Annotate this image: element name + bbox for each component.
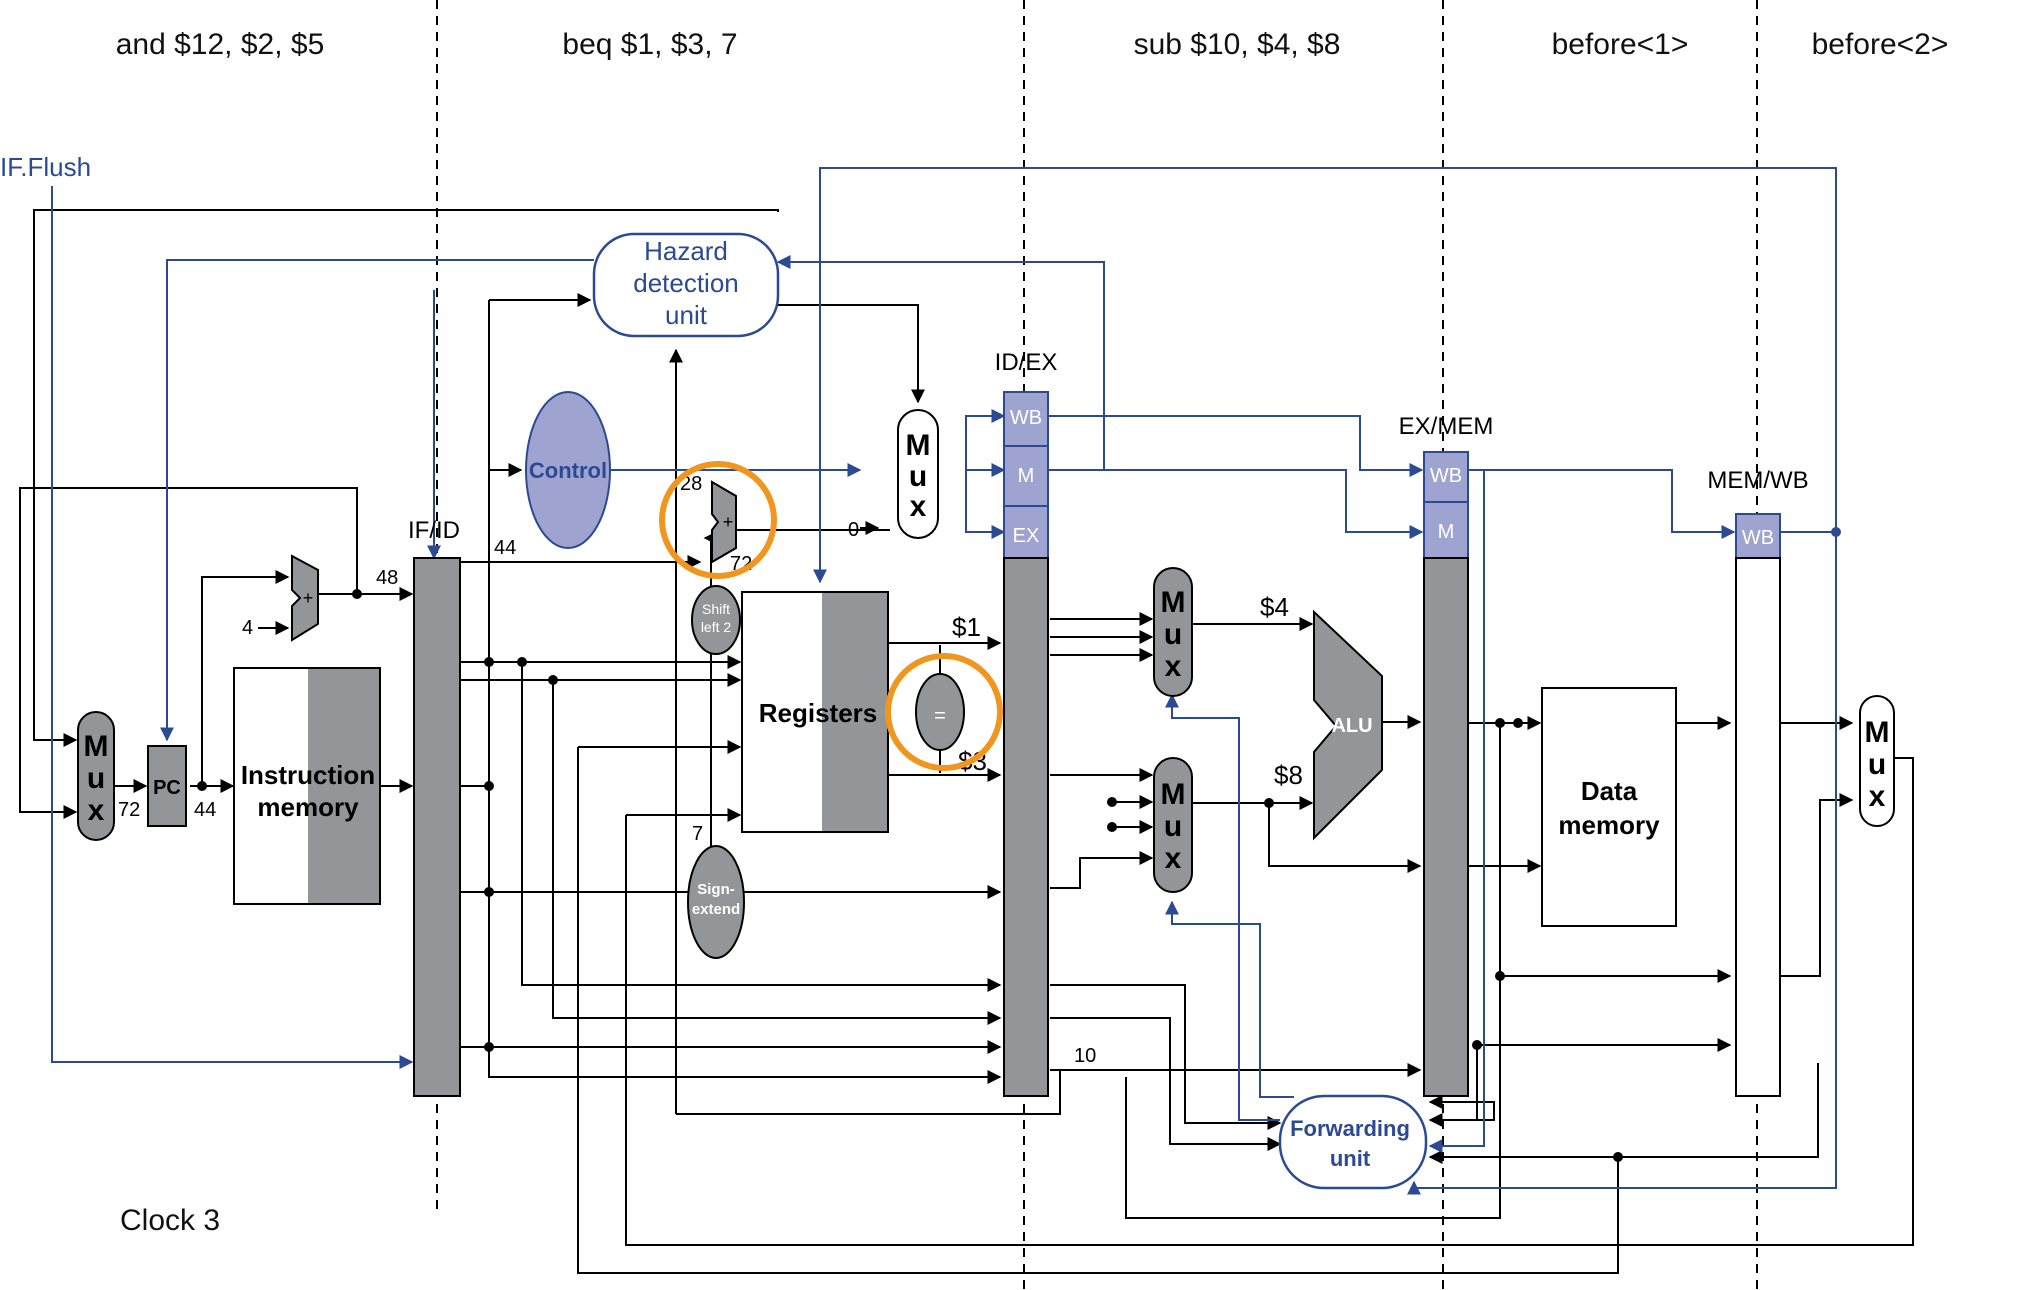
dest-reg-value: 10 [1074,1045,1096,1067]
forwarding-unit: Forwarding unit [1278,1094,1428,1190]
svg-text:EX/MEM: EX/MEM [1399,413,1494,440]
hazard-detection-unit: Hazard detection unit [592,232,780,338]
ifid-register: IF/ID [408,517,461,1097]
svg-text:WB: WB [1430,465,1462,487]
alu-mux-upper: M u x [1153,567,1193,697]
svg-text:EX: EX [1013,525,1040,547]
memwb-register: WB MEM/WB [1707,467,1809,1097]
control-mux: M u x [897,409,939,539]
datapath-wires [19,209,1914,1274]
alu-mux-lower: M u x [1153,757,1193,893]
immediate-value: 7 [692,823,703,845]
alu-input-2: $8 [1274,760,1303,790]
svg-text:detection: detection [633,268,739,298]
svg-text:u: u [1868,748,1886,781]
svg-text:+: + [303,588,314,608]
svg-text:unit: unit [665,300,708,330]
control-unit: Control [525,391,611,549]
svg-text:+: + [723,512,734,532]
stage-label-if: and $12, $2, $5 [116,28,325,61]
shift-left-2: Shift left 2 [691,585,741,655]
if-flush-label: IF.Flush [0,152,91,182]
pc-mux: M u x [77,711,115,841]
svg-text:M: M [1438,521,1455,543]
constant-four: 4 [242,617,253,639]
svg-text:=: = [934,705,946,727]
svg-text:WB: WB [1010,407,1042,429]
clock-label: Clock 3 [120,1204,220,1237]
svg-text:IF/ID: IF/ID [408,517,460,544]
svg-text:Instruction: Instruction [241,760,375,790]
svg-text:M: M [1161,778,1186,811]
svg-text:x: x [1165,842,1182,875]
svg-text:x: x [1869,780,1886,813]
data-memory: Data memory [1541,687,1677,927]
svg-text:extend: extend [692,901,740,918]
sign-extend: Sign- extend [687,845,745,959]
svg-text:WB: WB [1742,527,1774,549]
svg-text:M: M [1865,716,1890,749]
svg-text:M: M [84,730,109,763]
alu: ALU [1313,609,1383,841]
stage-label-id: beq $1, $3, 7 [562,28,737,61]
instruction-memory: Instruction memory [233,667,381,905]
svg-text:MEM/WB: MEM/WB [1707,467,1808,494]
svg-text:M: M [1161,586,1186,619]
svg-text:Sign-: Sign- [697,881,735,898]
mux-zero-input: 0 [848,519,859,541]
register-file: Registers [741,591,889,833]
svg-text:u: u [1164,810,1182,843]
idex-register: WB M EX ID/EX [995,349,1058,1097]
svg-text:Control: Control [529,458,607,483]
writeback-mux: M u x [1859,695,1895,827]
svg-text:PC: PC [153,777,181,799]
stage-dividers [436,0,1758,1290]
svg-text:u: u [909,460,927,493]
svg-text:Shift: Shift [702,601,730,617]
svg-text:x: x [1165,650,1182,683]
control-wires [51,167,1837,1195]
program-counter: PC [147,745,187,827]
svg-text:memory: memory [1558,810,1660,840]
svg-text:ALU: ALU [1331,715,1372,737]
stage-label-ex: sub $10, $4, $8 [1134,28,1341,61]
svg-text:Registers: Registers [759,698,878,728]
pc-adder: + [291,554,319,642]
pc-plus-four-value: 48 [376,567,398,589]
stage-label-mem: before<1> [1552,28,1689,61]
junction-dots [197,527,1841,1162]
pc-mux-value: 72 [118,799,140,821]
svg-text:unit: unit [1330,1146,1371,1171]
svg-text:x: x [910,490,927,523]
reg-read-1: $1 [952,612,981,642]
svg-text:u: u [1164,618,1182,651]
alu-input-1: $4 [1260,592,1289,622]
svg-text:ID/EX: ID/EX [995,349,1058,376]
ifid-pc-value: 44 [494,537,516,559]
branch-adder: + [711,480,737,564]
svg-text:left 2: left 2 [701,619,732,635]
svg-text:M: M [1018,465,1035,487]
highlight-circles [659,461,1003,771]
svg-text:memory: memory [257,792,359,822]
svg-text:Hazard: Hazard [644,236,728,266]
equality-comparator: = [915,673,965,751]
pc-value: 44 [194,799,216,821]
branch-adder-input: 28 [680,473,702,495]
svg-text:u: u [87,762,105,795]
svg-text:Data: Data [1581,776,1638,806]
svg-text:x: x [88,794,105,827]
stage-label-wb: before<2> [1812,28,1949,61]
svg-text:M: M [906,429,931,462]
svg-text:Forwarding: Forwarding [1290,1116,1410,1141]
exmem-register: WB M EX/MEM [1399,413,1494,1097]
